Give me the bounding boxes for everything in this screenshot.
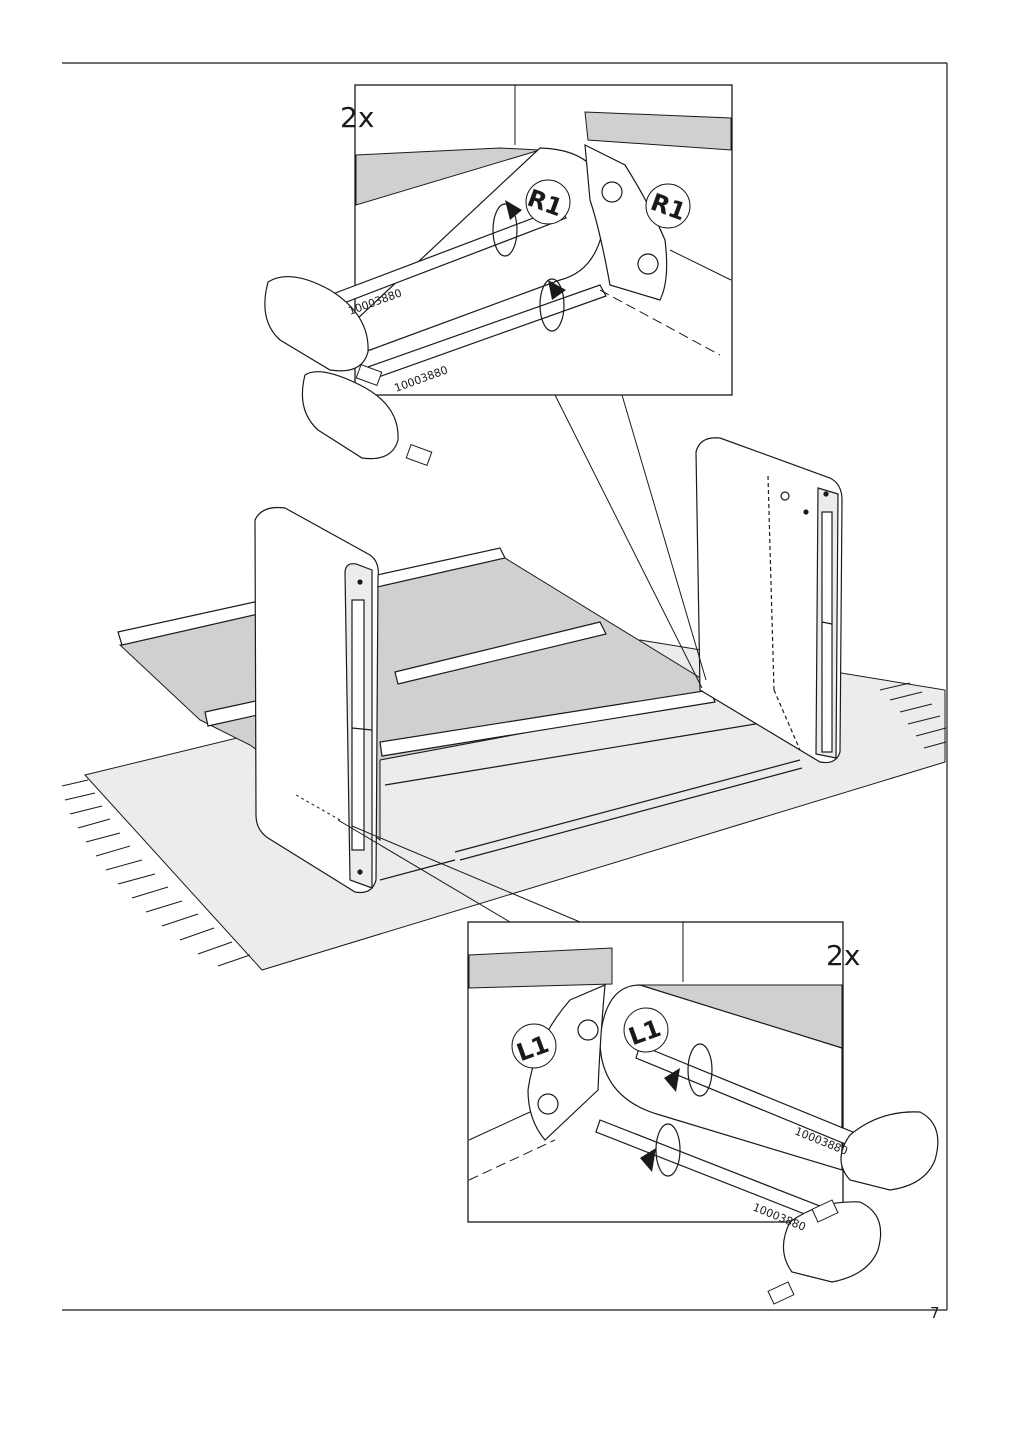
- left-armrest: [254, 506, 379, 894]
- quantity-label: 2x: [826, 939, 860, 972]
- top-detail-callout: 2x R1 R1 10003880 10003880: [264, 84, 733, 466]
- bottom-detail-callout: 2x L1 L1 10003880 10003880: [467, 921, 939, 1305]
- right-armrest: [695, 437, 843, 764]
- quantity-label: 2x: [340, 101, 374, 134]
- callout-leaders: [295, 394, 707, 923]
- frame: [62, 62, 948, 1311]
- page-number: 7: [930, 1304, 940, 1322]
- main-scene: [61, 394, 947, 971]
- front-rail: [379, 689, 716, 757]
- base-rails: [379, 717, 803, 881]
